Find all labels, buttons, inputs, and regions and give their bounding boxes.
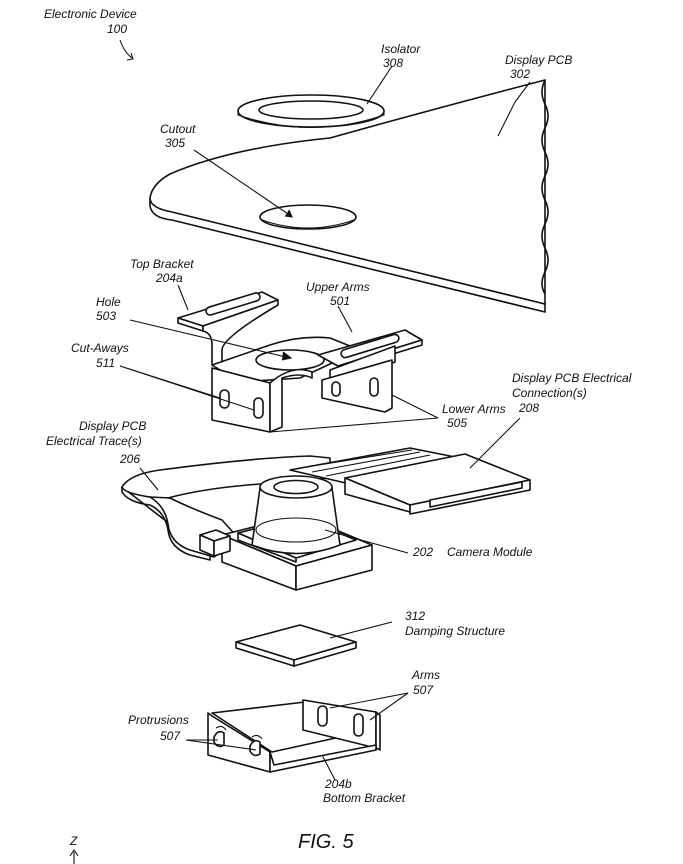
axis-z-label: Z — [69, 834, 78, 848]
label-connection-name-1: Display PCB Electrical — [512, 371, 632, 385]
label-cutout-num: 305 — [165, 136, 185, 150]
label-device-num: 100 — [107, 22, 127, 36]
label-connection-num: 208 — [518, 401, 539, 415]
label-top-bracket-name: Top Bracket — [130, 257, 194, 271]
labels: Electronic Device 100 Isolator 308 Displ… — [44, 7, 632, 853]
label-display-pcb-name: Display PCB — [505, 53, 572, 67]
camera-module-202 — [199, 475, 373, 591]
label-trace-name-2: Electrical Trace(s) — [46, 434, 142, 448]
label-bottom-bracket-name: Bottom Bracket — [323, 791, 406, 805]
label-protrusions-num: 507 — [160, 729, 181, 743]
label-connection-name-2: Connection(s) — [512, 386, 587, 400]
label-lower-arms-name: Lower Arms — [442, 402, 506, 416]
label-cutaways-num: 511 — [96, 356, 115, 370]
label-camera-name: Camera Module — [447, 545, 533, 559]
label-arms-name: Arms — [411, 668, 440, 682]
label-display-pcb-num: 302 — [510, 67, 530, 81]
label-arms-num: 507 — [413, 683, 434, 697]
top-bracket-204a — [177, 291, 423, 433]
cutout-305 — [259, 204, 357, 230]
leader-lines — [69, 39, 531, 864]
figure-caption: FIG. 5 — [298, 831, 354, 853]
label-cutaways-name: Cut-Aways — [71, 341, 129, 355]
label-bottom-bracket-num: 204b — [324, 777, 352, 791]
bottom-bracket-204b — [207, 699, 381, 773]
label-hole-num: 503 — [96, 309, 116, 323]
label-top-bracket-num: 204a — [155, 271, 183, 285]
label-upper-arms-name: Upper Arms — [306, 280, 370, 294]
isolator-ring-308 — [237, 94, 385, 128]
label-cutout-name: Cutout — [160, 122, 196, 136]
label-isolator-name: Isolator — [381, 42, 421, 56]
electrical-connection-208 — [289, 447, 531, 515]
label-device-name: Electronic Device — [44, 7, 137, 21]
label-hole-name: Hole — [96, 295, 121, 309]
label-isolator-num: 308 — [383, 56, 403, 70]
label-trace-num: 206 — [119, 452, 140, 466]
label-protrusions-name: Protrusions — [128, 713, 189, 727]
label-upper-arms-num: 501 — [330, 294, 350, 308]
label-camera-num: 202 — [412, 545, 433, 559]
damping-structure-312 — [235, 624, 357, 667]
label-damping-name: Damping Structure — [405, 624, 505, 638]
label-trace-name-1: Display PCB — [79, 419, 146, 433]
label-damping-num: 312 — [405, 609, 425, 623]
label-lower-arms-num: 505 — [447, 416, 467, 430]
